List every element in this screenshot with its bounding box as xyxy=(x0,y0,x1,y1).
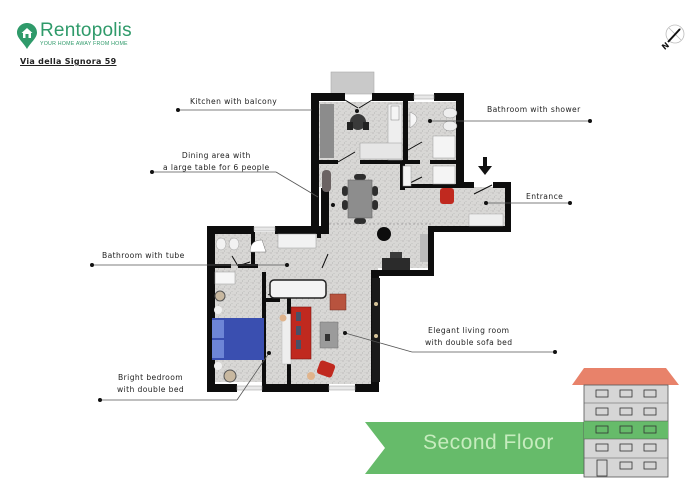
bookshelf xyxy=(372,278,380,382)
label-entrance: Entrance xyxy=(526,192,564,201)
kitchen-table xyxy=(350,114,366,130)
entrance-arrow-icon xyxy=(478,157,492,175)
column xyxy=(377,227,391,241)
dining-chairs xyxy=(342,174,378,224)
dining-table xyxy=(347,179,373,219)
floor-ribbon xyxy=(365,422,585,474)
leader-lines xyxy=(92,109,590,401)
dining-bench xyxy=(322,170,331,192)
label-living-room: Elegant living room with double sofa bed xyxy=(425,326,513,347)
label-kitchen: Kitchen with balcony xyxy=(190,97,278,106)
windows xyxy=(236,94,435,391)
armchair xyxy=(329,293,347,311)
pouf xyxy=(316,360,336,378)
label-bathroom-tube: Bathroom with tube xyxy=(102,251,185,260)
bathtub xyxy=(269,279,327,299)
label-dining: Dining area with a large table for 6 peo… xyxy=(163,151,270,172)
floor-label: Second Floor xyxy=(423,431,554,454)
entrance-chair xyxy=(440,188,454,204)
kitchen-counter xyxy=(320,104,334,158)
address: Via della Signora 59 xyxy=(20,57,117,66)
svg-text:N: N xyxy=(660,41,671,50)
logo-pin-house-icon xyxy=(17,23,37,49)
floor-area xyxy=(212,102,505,384)
label-bedroom: Bright bedroom with double bed xyxy=(117,373,185,394)
balcony xyxy=(330,71,375,95)
building-icon xyxy=(572,368,679,478)
brand-name: Rentopolis xyxy=(40,20,132,41)
leader-dots xyxy=(90,108,592,402)
north-compass-icon: N xyxy=(660,24,685,50)
brand-tagline: YOUR HOME AWAY FROM HOME xyxy=(40,41,128,47)
highlighted-floor xyxy=(584,421,668,439)
label-bathroom-shower: Bathroom with shower xyxy=(487,105,581,114)
